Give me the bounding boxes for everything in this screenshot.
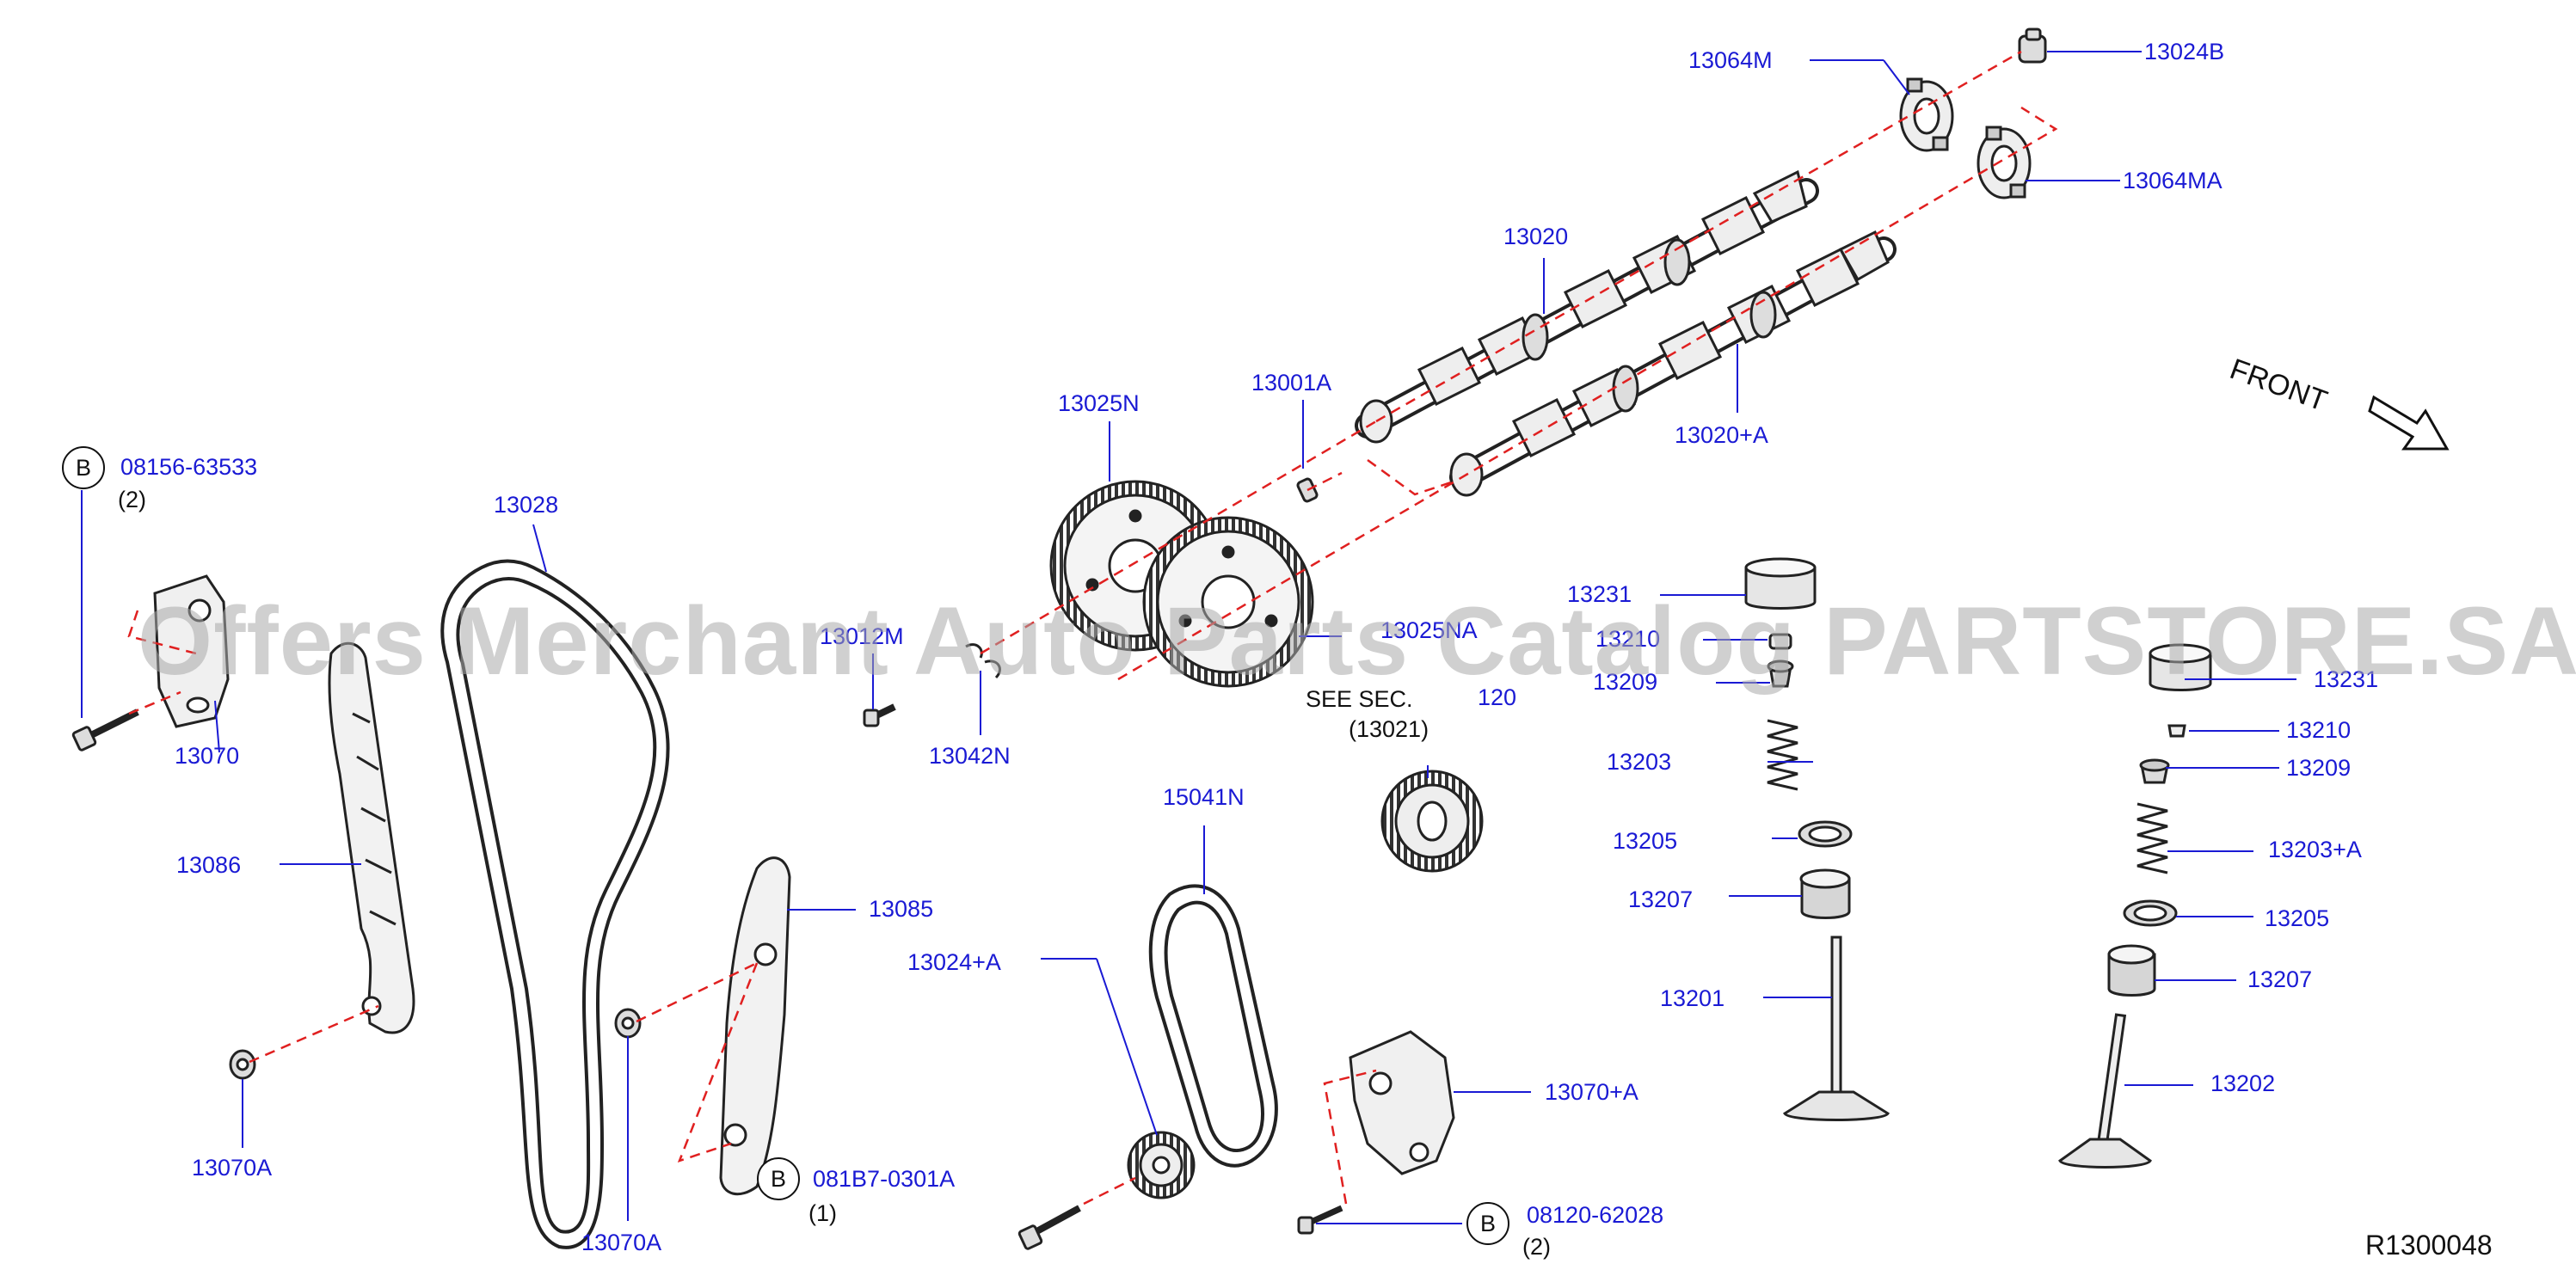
part-label-13012m[interactable]: 13012M [820, 623, 904, 649]
part-label-13020a[interactable]: 13020+A [1675, 422, 1768, 448]
part-label-13202[interactable]: 13202 [2210, 1070, 2276, 1096]
bolts [71, 643, 1343, 1250]
cap-13024b [2018, 28, 2047, 64]
bolt-callout-circle-2: B [757, 1157, 800, 1200]
camshaft-position-rotor-m [1899, 77, 1954, 152]
part-label-13209-left[interactable]: 13209 [1593, 669, 1658, 695]
part-label-13205-left[interactable]: 13205 [1613, 828, 1678, 854]
camshaft-intake [1355, 169, 1819, 444]
bolt-callout-part-3[interactable]: 08120-62028 [1527, 1202, 1664, 1228]
bolt-callout-part-2[interactable]: 081B7-0301A [813, 1166, 956, 1192]
see-section-text: SEE SEC. [1306, 686, 1413, 712]
bolt-callout-qty-2: (1) [808, 1200, 837, 1226]
part-label-13020[interactable]: 13020 [1503, 224, 1569, 249]
part-label-13207-right[interactable]: 13207 [2247, 966, 2313, 992]
part-label-13210-left[interactable]: 13210 [1595, 626, 1661, 652]
part-label-13025n[interactable]: 13025N [1058, 390, 1140, 416]
timing-chain-15041n [1148, 884, 1278, 1168]
part-label-13203a[interactable]: 13203+A [2268, 837, 2362, 862]
part-label-13086[interactable]: 13086 [176, 852, 242, 878]
part-label-13203[interactable]: 13203 [1607, 749, 1672, 775]
sprocket-13025na [1142, 516, 1314, 688]
valvetrain-left [1744, 557, 1890, 1121]
part-label-13001a[interactable]: 13001A [1251, 370, 1332, 396]
part-label-13231-left[interactable]: 13231 [1567, 581, 1632, 607]
part-label-13064m[interactable]: 13064M [1688, 47, 1773, 73]
bolt-callout-circle-1: B [62, 446, 105, 489]
part-label-13231-right[interactable]: 13231 [2314, 666, 2379, 692]
timing-chain-13028 [440, 559, 670, 1249]
part-label-13207-left[interactable]: 13207 [1628, 886, 1694, 912]
part-label-13205-right[interactable]: 13205 [2265, 905, 2330, 931]
part-label-13070[interactable]: 13070 [175, 743, 240, 769]
camshaft-position-rotor-ma [1977, 126, 2032, 199]
sprocket-13021 [1380, 770, 1484, 873]
see-section-ref-label[interactable]: 120 [1478, 684, 1517, 710]
tensioner-arm-13085 [719, 856, 791, 1196]
part-label-15041n[interactable]: 15041N [1163, 784, 1245, 810]
part-label-13209-right[interactable]: 13209 [2286, 755, 2352, 781]
part-label-13064ma[interactable]: 13064MA [2123, 168, 2222, 193]
chain-tensioner-13070plusa [1349, 1030, 1455, 1175]
bolt-callout-part-1[interactable]: 08156-63533 [120, 454, 258, 480]
part-label-13042n[interactable]: 13042N [929, 743, 1011, 769]
chain-guide-13086 [328, 641, 415, 1034]
part-label-13028[interactable]: 13028 [494, 492, 559, 518]
camshaft-exhaust [1449, 230, 1897, 497]
part-label-13201[interactable]: 13201 [1660, 985, 1725, 1011]
part-label-13024a[interactable]: 13024+A [907, 949, 1001, 975]
valvetrain-right [2058, 643, 2212, 1169]
bolt-callout-circle-3: B [1466, 1202, 1509, 1245]
part-label-13210-right[interactable]: 13210 [2286, 717, 2352, 743]
part-label-13024b[interactable]: 13024B [2144, 39, 2225, 64]
bolt-callout-qty-3: (2) [1522, 1234, 1551, 1260]
part-label-13025na[interactable]: 13025NA [1380, 617, 1478, 643]
sprocket-13024a [1127, 1131, 1196, 1199]
part-label-13070plusa[interactable]: 13070+A [1545, 1079, 1638, 1105]
part-label-13085[interactable]: 13085 [869, 896, 934, 922]
part-label-13070a-left[interactable]: 13070A [192, 1155, 273, 1181]
see-section-ref[interactable]: (13021) [1349, 716, 1429, 742]
part-label-13070a-mid[interactable]: 13070A [581, 1230, 662, 1255]
front-arrow-icon [2368, 395, 2450, 451]
assembly-dash-lines [127, 50, 2058, 1205]
diagram-reference-code: R1300048 [2365, 1230, 2493, 1261]
leader-lines [81, 51, 2296, 1224]
bolt-callout-qty-1: (2) [118, 487, 146, 512]
